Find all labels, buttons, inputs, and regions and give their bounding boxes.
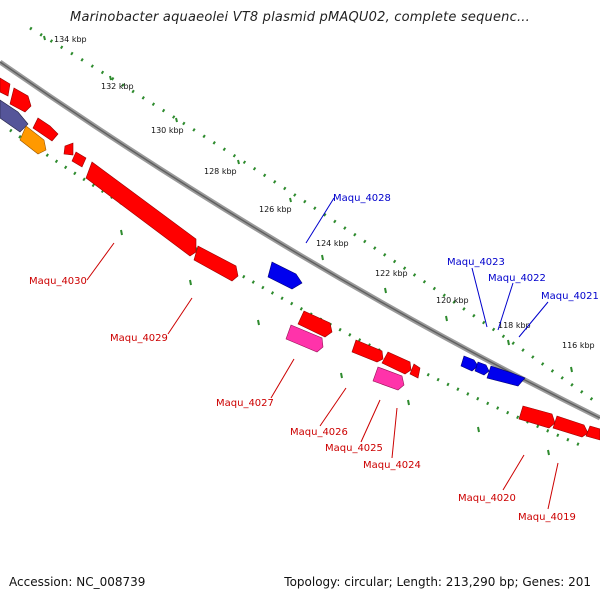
scale-labels: 134 kbp 132 kbp 130 kbp 128 kbp 126 kbp … (54, 35, 595, 350)
scale-label: 130 kbp (151, 126, 184, 135)
gene-label[interactable]: Maqu_4025 (325, 443, 383, 454)
gene-maqu-4025-top[interactable] (381, 351, 412, 375)
scale-ticks (43, 35, 573, 456)
plasmid-backbone (0, 59, 600, 421)
gene[interactable] (32, 117, 59, 142)
misc-genes (0, 99, 405, 391)
gene-maqu-4027-top[interactable] (297, 310, 333, 338)
map-title: Marinobacter aquaeolei VT8 plasmid pMAQU… (70, 10, 530, 25)
gene-maqu-4026[interactable] (351, 339, 384, 363)
gene[interactable] (9, 87, 32, 113)
topology-text: Topology: circular; Length: 213,290 bp; … (284, 575, 591, 589)
gene-maqu-4029[interactable] (193, 245, 239, 282)
scale-label: 120 kbp (436, 296, 469, 305)
gene-label[interactable]: Maqu_4028 (333, 193, 391, 204)
gene-label[interactable]: Maqu_4027 (216, 398, 274, 409)
gene[interactable] (0, 77, 11, 97)
gene-label[interactable]: Maqu_4024 (363, 460, 421, 471)
gene-maqu-4020[interactable] (518, 405, 556, 429)
gene-label[interactable]: Maqu_4022 (488, 273, 546, 284)
gene-maqu-4022[interactable] (474, 361, 490, 376)
gene-label[interactable]: Maqu_4020 (458, 493, 516, 504)
gene-label[interactable]: Maqu_4026 (290, 427, 348, 438)
gene-maqu-4024[interactable] (409, 363, 421, 379)
gene-maqu-4021[interactable] (486, 365, 526, 387)
gene-purple[interactable] (0, 99, 29, 133)
label-leaders (86, 197, 559, 510)
forward-genes (0, 77, 600, 441)
gene-label[interactable]: Maqu_4029 (110, 333, 168, 344)
plasmid-backbone-highlight (0, 61, 600, 419)
scale-label: 126 kbp (259, 205, 292, 214)
scale-label: 132 kbp (101, 82, 134, 91)
gene[interactable] (63, 142, 74, 156)
scale-label: 128 kbp (204, 167, 237, 176)
gene-maqu-4019[interactable] (552, 415, 589, 438)
gene-maqu-4023[interactable] (460, 355, 479, 372)
gene[interactable] (585, 425, 600, 441)
gene-orange[interactable] (19, 125, 47, 155)
scale-label: 118 kbp (498, 321, 531, 330)
gene-labels: Maqu_4028 Maqu_4023 Maqu_4022 Maqu_4021 … (29, 193, 599, 523)
scale-label: 116 kbp (562, 341, 595, 350)
reverse-genes (267, 261, 526, 387)
accession-text: Accession: NC_008739 (9, 575, 146, 589)
gene[interactable] (71, 151, 87, 168)
outer-scale-ring (29, 26, 600, 407)
gene-label[interactable]: Maqu_4030 (29, 276, 87, 287)
gene-label[interactable]: Maqu_4019 (518, 512, 576, 523)
gene-label[interactable]: Maqu_4021 (541, 291, 599, 302)
scale-label: 134 kbp (54, 35, 87, 44)
scale-label: 122 kbp (375, 269, 408, 278)
gene-maqu-4030[interactable] (85, 161, 197, 257)
gene-label[interactable]: Maqu_4023 (447, 257, 505, 268)
scale-label: 124 kbp (316, 239, 349, 248)
gene-maqu-4028[interactable] (267, 261, 303, 290)
gene-pink-4025[interactable] (372, 366, 405, 391)
gene-pink-4027[interactable] (285, 324, 324, 353)
